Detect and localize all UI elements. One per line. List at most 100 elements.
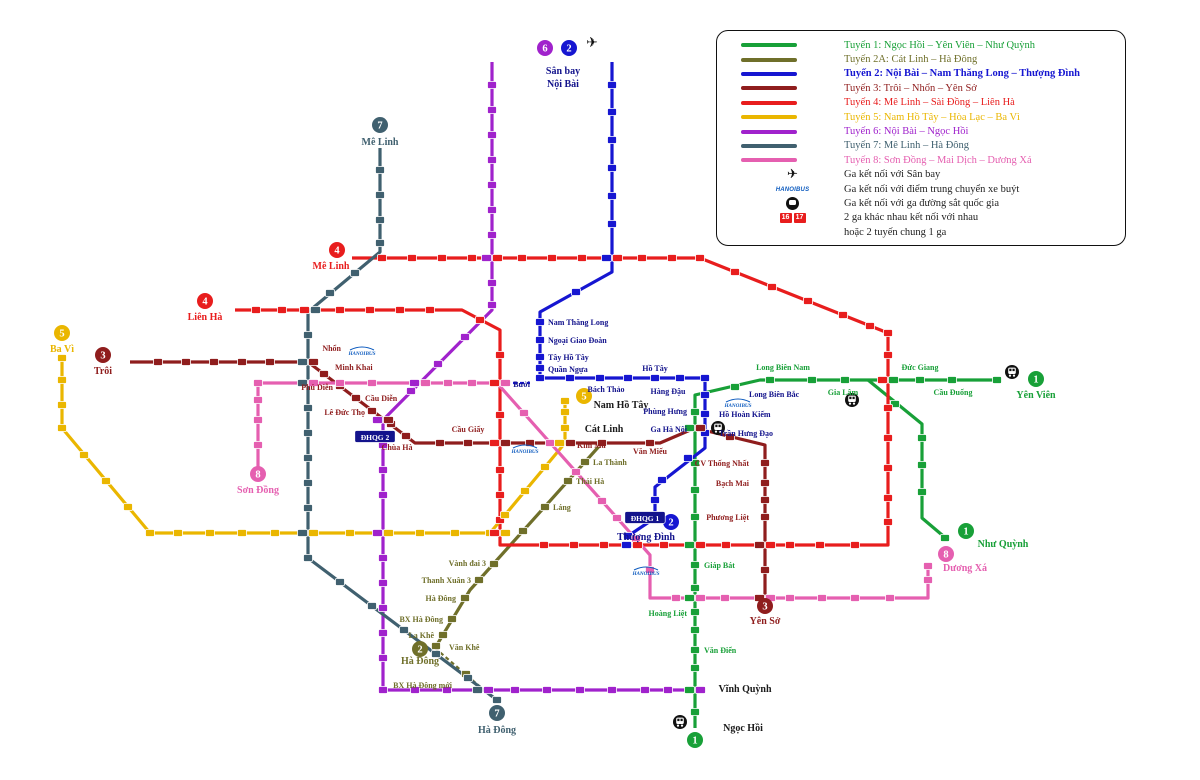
- station-label: Cầu Đuống: [934, 388, 973, 397]
- station-label: Bách Thảo: [588, 385, 625, 394]
- station-marker: [690, 664, 700, 672]
- station-label: Bạch Mai: [716, 479, 750, 488]
- svg-text:2: 2: [417, 645, 422, 656]
- station-marker: [690, 608, 700, 616]
- station-marker: [700, 374, 710, 382]
- station-marker: [883, 329, 893, 337]
- svg-text:1: 1: [1033, 375, 1038, 386]
- station-marker: [540, 463, 550, 471]
- svg-text:4: 4: [334, 246, 340, 257]
- interchange-station: [500, 379, 511, 387]
- station-marker: [438, 631, 448, 639]
- station-marker: [730, 383, 740, 391]
- station-marker: [838, 311, 848, 319]
- legend-note: Ga kết nối với ga đường sắt quốc gia: [717, 196, 1125, 210]
- terminal-label: Hà Đông: [401, 656, 439, 667]
- legend-line-label: Tuyến 2A: Cát Linh – Hà Đông: [844, 54, 978, 66]
- station-label: CV Thống Nhất: [695, 459, 750, 468]
- station-marker: [923, 576, 933, 584]
- station-marker: [883, 351, 893, 359]
- station-marker: [817, 594, 827, 602]
- station-marker: [565, 374, 575, 382]
- station-label: Nhổn: [322, 344, 341, 353]
- terminal-label: Nam Hồ Tây: [594, 400, 649, 411]
- station-label: Minh Khai: [335, 363, 373, 372]
- svg-text:6: 6: [542, 44, 547, 55]
- station-marker: [487, 279, 497, 287]
- interchange-station: [383, 529, 394, 537]
- station-marker: [378, 686, 388, 694]
- station-marker: [690, 561, 700, 569]
- station-marker: [725, 433, 735, 441]
- station-marker: [431, 642, 441, 650]
- station-marker: [325, 289, 335, 297]
- station-label: Vành đai 3: [449, 559, 486, 568]
- line-number-badge: 7: [489, 705, 505, 721]
- station-label: Văn Khê: [449, 643, 480, 652]
- station-marker: [607, 108, 617, 116]
- legend-line-swatch: [741, 158, 797, 163]
- station-marker: [690, 626, 700, 634]
- station-marker: [378, 554, 388, 562]
- station-label: Giáp Bát: [704, 561, 735, 570]
- station-label: Văn Miếu: [633, 447, 668, 456]
- interchange-station: [372, 529, 383, 537]
- metro-line-tuyen-3: [130, 360, 767, 600]
- station-marker: [277, 306, 287, 314]
- svg-text:5: 5: [59, 329, 64, 340]
- legend-line-label: Tuyến 2: Nội Bài – Nam Thăng Long – Thượ…: [844, 68, 1080, 80]
- interchange-station: [472, 686, 483, 694]
- metro-line-tuyen-1: [866, 378, 950, 542]
- station-marker: [475, 316, 485, 324]
- interchange-station: [695, 541, 706, 549]
- station-marker: [399, 626, 409, 634]
- station-marker: [460, 594, 470, 602]
- boxed-station-label: [624, 511, 666, 524]
- station-marker: [650, 496, 660, 504]
- station-marker: [695, 254, 705, 262]
- svg-text:8: 8: [255, 470, 260, 481]
- station-marker: [495, 491, 505, 499]
- station-label: Trần Hưng Đạo: [719, 429, 773, 438]
- station-marker: [487, 231, 497, 239]
- station-marker: [915, 376, 925, 384]
- station-marker: [303, 479, 313, 487]
- station-marker: [57, 401, 67, 409]
- svg-text:HANOIBUS: HANOIBUS: [347, 351, 375, 357]
- station-marker: [671, 594, 681, 602]
- station-marker: [101, 477, 111, 485]
- station-marker: [667, 254, 677, 262]
- line-number-badge: 2: [412, 641, 428, 657]
- station-marker: [535, 318, 545, 326]
- interchange-station: [765, 541, 776, 549]
- legend-line-item: Tuyến 8: Sơn Đồng – Mai Dịch – Dương Xá: [717, 153, 1125, 167]
- station-marker: [303, 404, 313, 412]
- station-marker: [401, 432, 411, 440]
- station-label: La Khê: [408, 631, 434, 640]
- station-label: Ngoại Giao Đoàn: [548, 336, 607, 345]
- station-marker: [607, 164, 617, 172]
- station-label: Kim Mã: [577, 441, 606, 450]
- station-marker: [487, 106, 497, 114]
- station-marker: [510, 686, 520, 694]
- line-number-badge: 1: [687, 732, 703, 748]
- interchange-station: [684, 424, 695, 432]
- station-label: Ga Hà Nội: [651, 425, 688, 434]
- station-marker: [607, 220, 617, 228]
- metro-line-tuyen-5: [60, 355, 567, 535]
- interchange-station: [684, 594, 695, 602]
- station-marker: [940, 534, 950, 542]
- station-marker: [640, 686, 650, 694]
- station-label: Lê Đức Thọ: [324, 408, 365, 417]
- interchange-station: [492, 254, 503, 262]
- station-marker: [253, 416, 263, 424]
- station-marker: [760, 459, 770, 467]
- interchange-station: [877, 376, 888, 384]
- station-label: Long Biên Bắc: [749, 390, 800, 399]
- station-label: BX Hà Đông: [399, 615, 443, 624]
- station-marker: [335, 379, 345, 387]
- airplane-icon: ✈: [586, 36, 598, 51]
- svg-text:7: 7: [377, 121, 382, 132]
- station-marker: [690, 408, 700, 416]
- station-marker: [760, 513, 770, 521]
